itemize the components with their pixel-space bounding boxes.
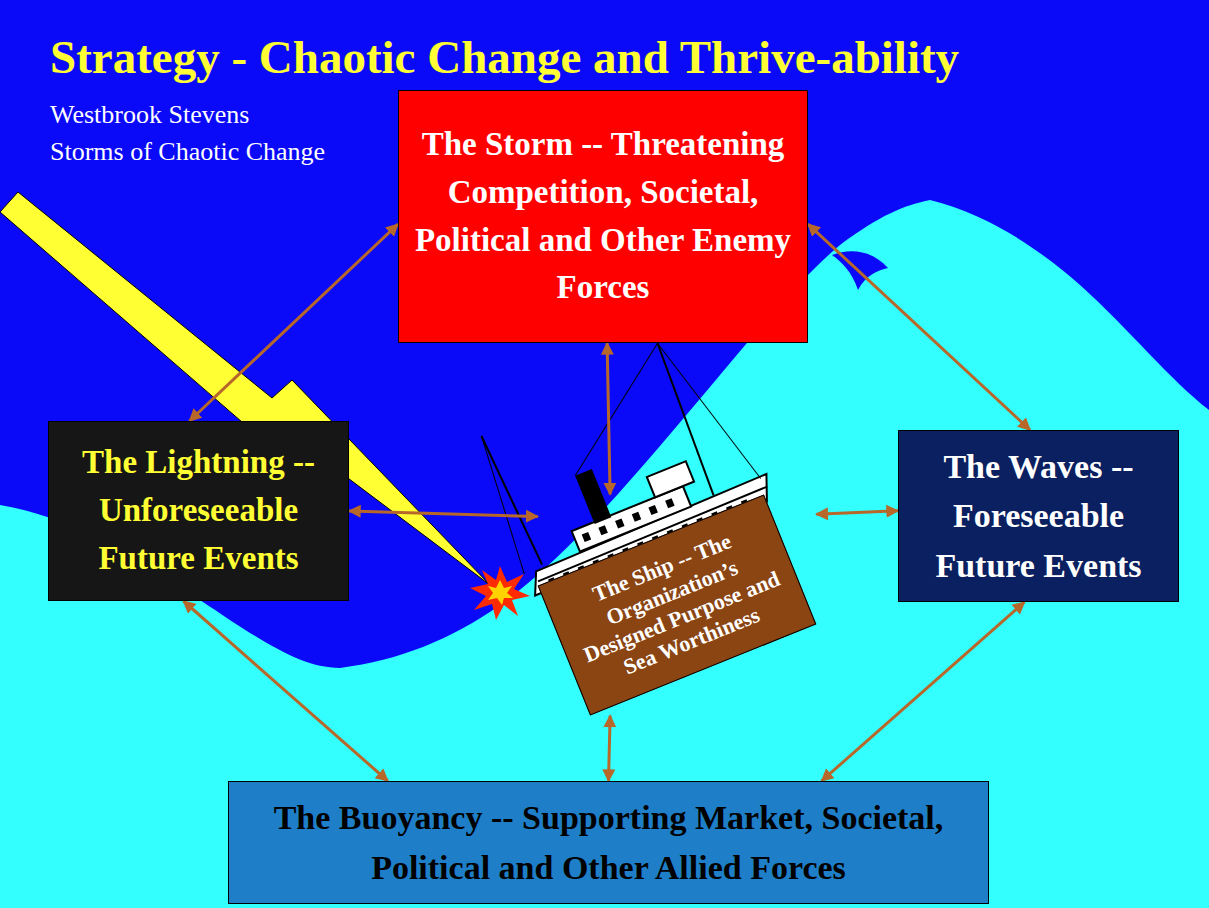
author-note: Storms of Chaotic Change [50, 137, 325, 167]
connector-arrow [816, 511, 898, 514]
buoyancy-box: The Buoyancy -- Supporting Market, Socie… [228, 781, 989, 904]
connector-arrow [607, 343, 610, 494]
title: Strategy - Chaotic Change and Thrive-abi… [50, 30, 959, 84]
connector-arrow [183, 601, 387, 781]
waves-box: The Waves -- Foreseeable Future Events [898, 430, 1179, 602]
node-text: The Storm -- Threatening Competition, So… [411, 121, 795, 312]
connector-arrow [822, 602, 1025, 781]
node-text: The Buoyancy -- Supporting Market, Socie… [239, 793, 978, 892]
connector-arrow [189, 224, 398, 421]
node-text: The Lightning -- Unforeseeable Future Ev… [59, 439, 338, 583]
connector-arrow [609, 716, 611, 781]
lightning-box: The Lightning -- Unforeseeable Future Ev… [48, 421, 349, 601]
storm-box: The Storm -- Threatening Competition, So… [398, 90, 808, 343]
author-note: Westbrook Stevens [50, 100, 249, 130]
connector-arrow [808, 224, 1030, 430]
explosion [470, 566, 530, 620]
connector-arrow [349, 511, 538, 517]
node-text: The Waves -- Foreseeable Future Events [909, 442, 1168, 590]
